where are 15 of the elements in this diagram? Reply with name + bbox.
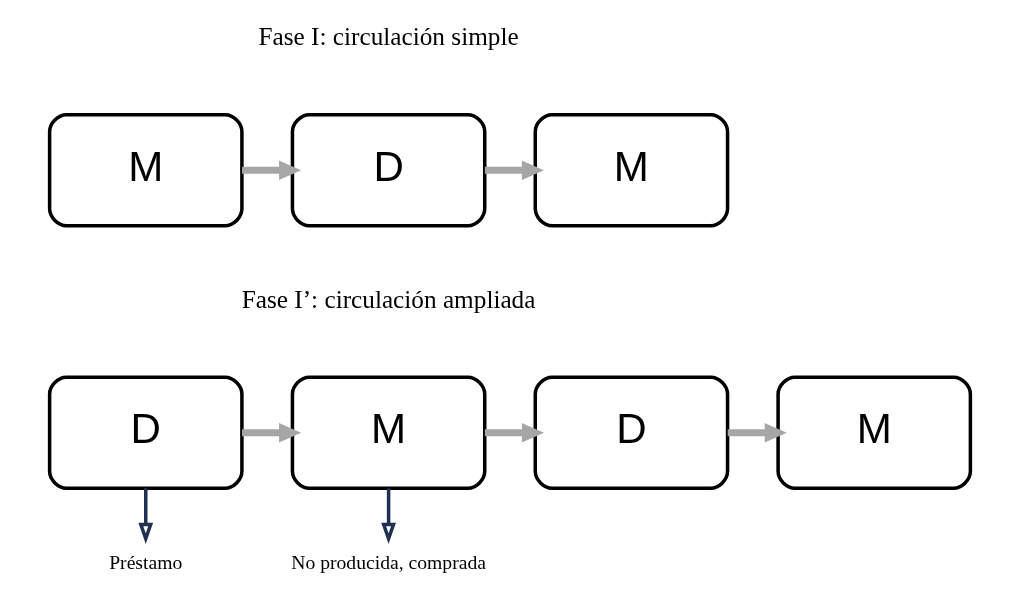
arrow bbox=[241, 160, 301, 180]
node-box: M bbox=[533, 113, 729, 228]
node-box: D bbox=[290, 113, 486, 228]
arrow bbox=[380, 488, 396, 544]
arrow bbox=[137, 488, 153, 544]
node-box: M bbox=[290, 375, 486, 490]
label: Fase I’: circulación ampliada bbox=[241, 284, 535, 313]
node-text: No producida, comprada bbox=[290, 551, 486, 574]
node-box: M bbox=[775, 375, 972, 490]
node-box: D bbox=[533, 375, 729, 490]
node-box: D bbox=[47, 375, 244, 490]
label: Fase I: circulación simple bbox=[258, 22, 519, 51]
arrow bbox=[241, 423, 301, 443]
node-text: Préstamo bbox=[108, 551, 182, 574]
node-box: M bbox=[47, 113, 244, 228]
